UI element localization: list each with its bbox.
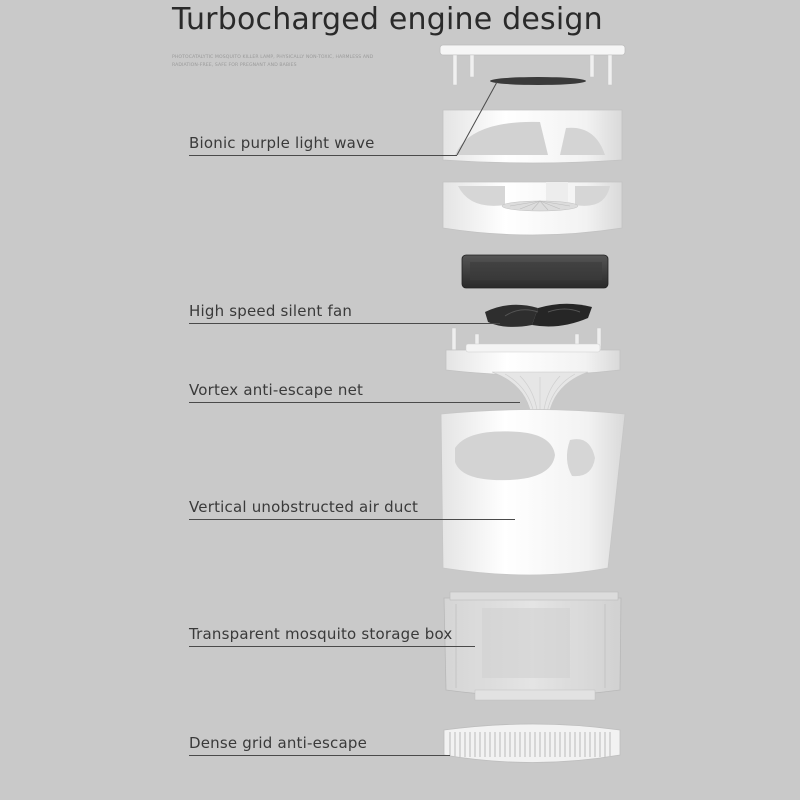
- callout-fan: High speed silent fan: [189, 302, 500, 324]
- callout-vortex-net: Vortex anti-escape net: [189, 381, 520, 403]
- light-plate-part: [490, 77, 586, 85]
- storage-box-part: [443, 591, 622, 701]
- callout-leader-line: [189, 155, 457, 156]
- upper-shell-part: [442, 109, 623, 164]
- callout-bionic-light: Bionic purple light wave: [189, 134, 457, 156]
- callout-label: Dense grid anti-escape: [189, 734, 368, 752]
- grill-shell-part: [442, 181, 623, 236]
- callout-grid: Dense grid anti-escape: [189, 734, 450, 756]
- callout-label: Transparent mosquito storage box: [189, 625, 453, 643]
- callout-leader-line: [189, 402, 520, 403]
- main-body-part: [440, 409, 626, 576]
- callout-leader-line: [189, 646, 475, 647]
- callout-label: Vertical unobstructed air duct: [189, 498, 419, 516]
- callout-air-duct: Vertical unobstructed air duct: [189, 498, 515, 520]
- callout-leader-line: [189, 323, 500, 324]
- fan-blades-part: [485, 303, 592, 327]
- callout-storage-box: Transparent mosquito storage box: [189, 625, 475, 647]
- callout-leader-line: [189, 519, 515, 520]
- callout-label: Bionic purple light wave: [189, 134, 375, 152]
- callout-label: Vortex anti-escape net: [189, 381, 364, 399]
- middle-collar-part: [445, 327, 621, 376]
- top-cap-part: [439, 44, 626, 86]
- callout-leader-line: [189, 755, 450, 756]
- page-title: Turbocharged engine design: [172, 2, 603, 37]
- grid-base-part: [443, 723, 621, 763]
- subtitle-text: PHOTOCATALYTIC MOSQUITO KILLER LAMP, PHY…: [172, 55, 374, 68]
- motor-housing-part: [461, 254, 609, 289]
- callout-label: High speed silent fan: [189, 302, 353, 320]
